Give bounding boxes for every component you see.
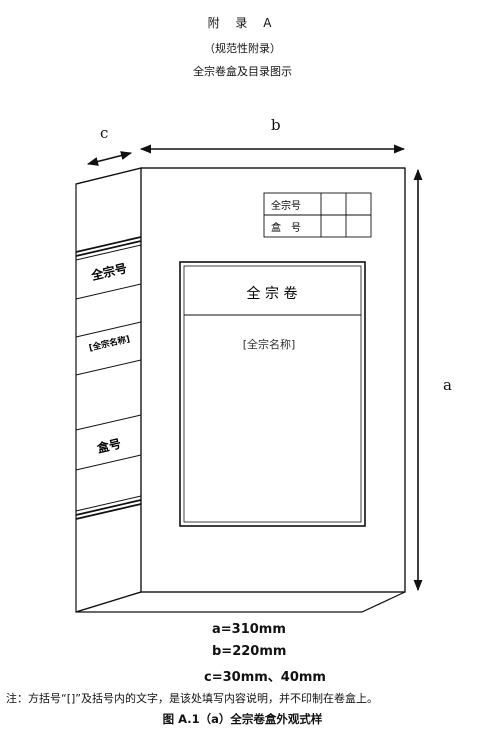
box-top-edge (75, 167, 405, 185)
box-spine (75, 167, 142, 613)
figure-caption: 图 A.1（a）全宗卷盒外观式样 (162, 712, 323, 726)
footnote: 注：方括号“[]”及括号内的文字，是该处填写内容说明，并不印制在卷盒上。 (6, 692, 378, 705)
front-panel-name-placeholder: [全宗名称] (243, 337, 296, 351)
front-table-fonds-no-label: 全宗号 (271, 199, 301, 212)
front-label-panel-outer (179, 261, 366, 527)
spec-c: c=30mm、40mm (204, 670, 326, 685)
spine-fonds-name: [全宗名称] (88, 333, 131, 353)
front-label-panel-inner (183, 265, 362, 523)
spec-b: b=220mm (212, 644, 287, 659)
box-diagram: 全宗号 [全宗名称] 盒号 全宗号 盒 号 全 宗 卷 [全宗名称] (75, 144, 423, 613)
front-panel-title: 全 宗 卷 (247, 285, 298, 302)
front-table-box-no-label: 盒 号 (271, 221, 301, 234)
dim-label-b: b (271, 116, 281, 134)
dim-label-a: a (443, 376, 452, 394)
spine-box-no: 盒号 (95, 436, 123, 456)
diagram-subtitle: 全宗卷盒及目录图示 (193, 65, 292, 78)
spine-fonds-no: 全宗号 (89, 260, 128, 283)
spec-a: a=310mm (212, 622, 286, 637)
box-bottom-face (75, 168, 406, 613)
normative-label: （规范性附录） (204, 42, 281, 55)
dim-arrow-c (86, 151, 133, 166)
dim-label-c: c (100, 124, 109, 142)
appendix-heading: 附 录 A (207, 16, 278, 30)
